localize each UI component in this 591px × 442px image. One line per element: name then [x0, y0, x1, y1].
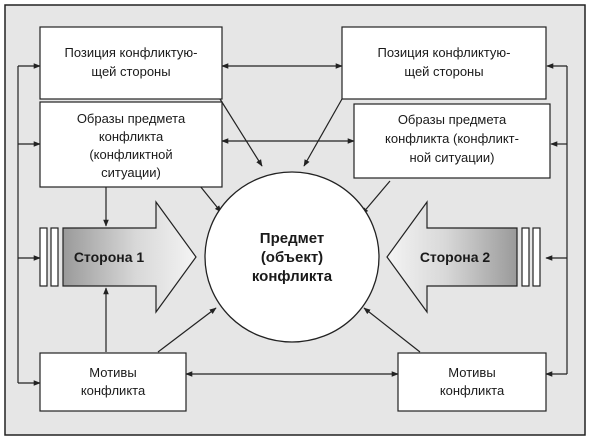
motive-left-line1: Мотивы: [89, 365, 136, 380]
position-right-line2: щей стороны: [404, 64, 483, 79]
image-left-line3: (конфликтной: [89, 147, 172, 162]
motive-left-to-center: [157, 307, 217, 353]
side-arrow-left: Сторона 1: [39, 200, 197, 314]
center-line2: (объект): [261, 249, 323, 266]
image-box-right: Образы предмета конфликта (конфликт- ной…: [353, 103, 551, 179]
side-arrow-right: Сторона 2: [386, 200, 541, 314]
motive-left-line2: конфликта: [81, 383, 146, 398]
center-line3: конфликта: [252, 268, 333, 285]
image-left-line2: конфликта: [99, 129, 164, 144]
image-right-to-center: [361, 180, 391, 215]
position-left-to-center: [219, 98, 263, 167]
image-right-line1: Образы предмета: [398, 112, 507, 127]
side-right-block-arrow: [386, 200, 518, 314]
motive-right-line2: конфликта: [440, 383, 505, 398]
position-box-right: Позиция конфликтую- щей стороны: [341, 26, 547, 100]
motive-right-to-center: [363, 307, 421, 353]
side-right-stripe-1: [532, 227, 541, 287]
position-left-line2: щей стороны: [91, 64, 170, 79]
side-left-stripe-2: [50, 227, 59, 287]
image-right-line2: конфликта (конфликт-: [385, 131, 519, 146]
image-box-left: Образы предмета конфликта (конфликтной с…: [39, 101, 223, 188]
side-right-stripe-2: [521, 227, 530, 287]
side-left-stripe-1: [39, 227, 48, 287]
position-right-line1: Позиция конфликтую-: [377, 45, 510, 60]
image-left-line4: ситуации): [101, 165, 161, 180]
position-left-line1: Позиция конфликтую-: [64, 45, 197, 60]
motive-box-left: Мотивы конфликта: [39, 352, 187, 412]
side-left-block-arrow: [62, 200, 197, 314]
center-line1: Предмет: [260, 230, 324, 247]
image-right-line3: ной ситуации): [409, 150, 494, 165]
motive-right-line1: Мотивы: [448, 365, 495, 380]
conflict-subject-circle: Предмет (объект) конфликта: [204, 171, 380, 343]
motive-box-right: Мотивы конфликта: [397, 352, 547, 412]
side-left-label: Сторона 1: [74, 249, 145, 265]
image-left-line1: Образы предмета: [77, 111, 186, 126]
connectors: [17, 63, 568, 386]
side-right-label: Сторона 2: [420, 249, 491, 265]
position-box-left: Позиция конфликтую- щей стороны: [39, 26, 223, 100]
position-right-to-center: [303, 98, 343, 167]
